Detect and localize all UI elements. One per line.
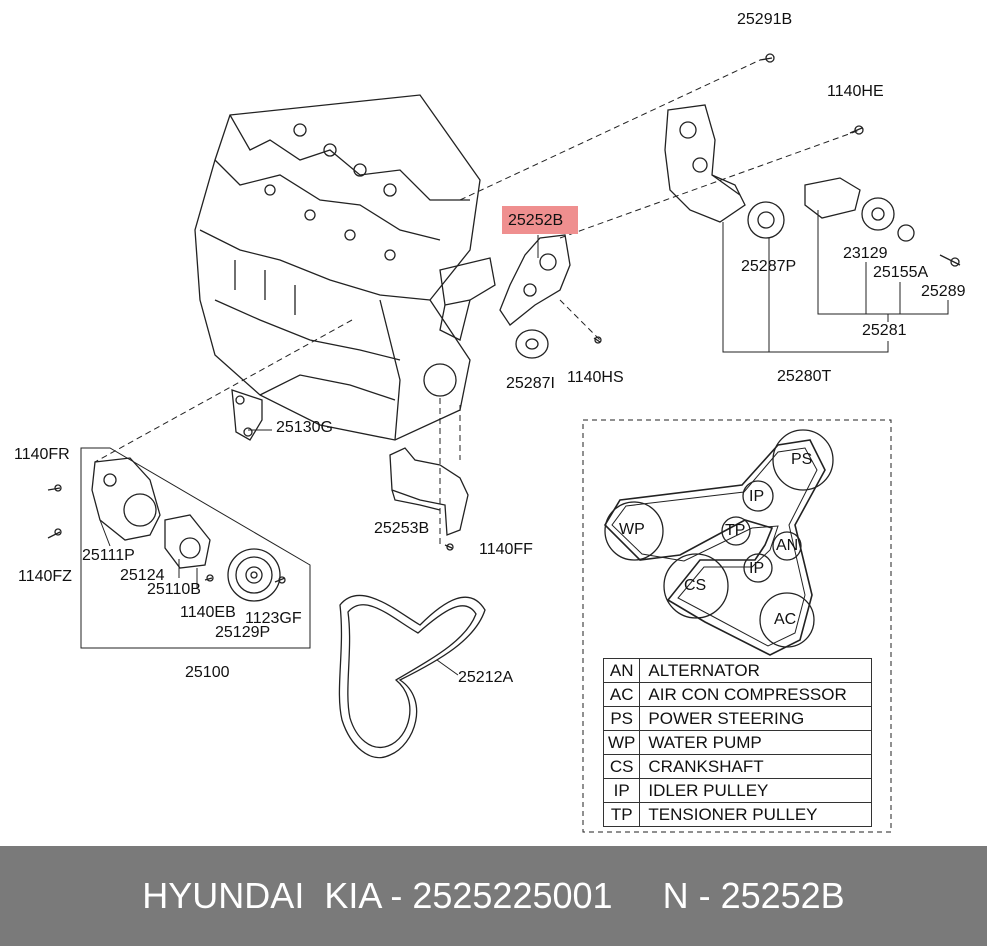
idler-pulley-25287i-drawing — [515, 329, 549, 359]
label-25110b: 25110B — [147, 581, 201, 598]
tensioner-assembly-drawing — [664, 53, 961, 267]
legend-name: IDLER PULLEY — [639, 778, 873, 803]
legend-abbr: WP — [602, 730, 641, 755]
water-pump-drawing — [47, 336, 602, 602]
label-1123gf: 1123GF — [245, 610, 302, 627]
belt-label-ps: PS — [791, 451, 813, 468]
belt-routing-drawing — [582, 419, 892, 833]
belt-label-ac: AC — [774, 611, 797, 628]
legend-name: WATER PUMP — [639, 730, 873, 755]
footer-part-number: HYUNDAI KIA - 2525225001 N - 25252B — [142, 875, 845, 916]
engine-block-drawing — [194, 94, 481, 441]
legend-abbr: AC — [602, 682, 641, 707]
label-25130g: 25130G — [276, 419, 333, 436]
label-1140he: 1140HE — [827, 83, 884, 100]
parts-diagram: 25252B 25291B 1140HE 23129 25155A 25289 … — [14, 11, 966, 833]
label-23129: 23129 — [843, 245, 888, 262]
legend-abbr: IP — [602, 778, 641, 803]
label-1140hs: 1140HS — [567, 369, 624, 386]
legend-name: TENSIONER PULLEY — [639, 802, 873, 827]
label-25129p: 25129P — [215, 624, 271, 641]
bracket-25253b-drawing — [389, 447, 469, 536]
callout-lines — [80, 210, 949, 676]
belt-25212a-drawing — [338, 594, 486, 759]
bracket-25252b-drawing — [439, 234, 571, 341]
belt-label-tp: TP — [725, 522, 746, 539]
legend-abbr: CS — [602, 754, 641, 779]
leader-lines — [94, 59, 861, 545]
label-1140fz: 1140FZ — [18, 568, 72, 585]
footer-bar: HYUNDAI KIA - 2525225001 N - 25252B — [0, 846, 987, 946]
label-25280t: 25280T — [777, 368, 832, 385]
belt-label-ip-lower: IP — [749, 560, 765, 577]
label-25124: 25124 — [120, 567, 165, 584]
legend-name: POWER STEERING — [639, 706, 873, 731]
legend-name: AIR CON COMPRESSOR — [639, 682, 873, 707]
label-25281: 25281 — [862, 322, 907, 339]
legend-name: CRANKSHAFT — [639, 754, 873, 779]
legend-abbr: AN — [602, 658, 641, 683]
label-1140fr: 1140FR — [14, 446, 70, 463]
label-25212a: 25212A — [458, 669, 514, 686]
label-25111p: 25111P — [82, 547, 135, 564]
diagram-drawing — [47, 53, 961, 833]
belt-label-ip-upper: IP — [749, 488, 765, 505]
belt-label-an: AN — [776, 537, 799, 554]
label-25287p: 25287P — [741, 258, 797, 275]
legend-name: ALTERNATOR — [639, 658, 873, 683]
label-1140eb: 1140EB — [180, 604, 236, 621]
belt-label-cs: CS — [684, 577, 707, 594]
gasket-25130g-drawing — [231, 389, 263, 441]
legend-abbr: TP — [602, 802, 641, 827]
label-25253b: 25253B — [374, 520, 430, 537]
label-1140ff: 1140FF — [479, 541, 533, 558]
legend-abbr: PS — [602, 706, 641, 731]
label-25252b: 25252B — [508, 212, 564, 229]
label-25100: 25100 — [185, 664, 230, 681]
label-25291b: 25291B — [737, 11, 793, 28]
label-25287i: 25287I — [506, 375, 555, 392]
belt-label-wp: WP — [619, 521, 645, 538]
label-25155a: 25155A — [873, 264, 929, 281]
highlighted-part-label: 25252B — [502, 206, 578, 234]
label-25289: 25289 — [921, 283, 966, 300]
